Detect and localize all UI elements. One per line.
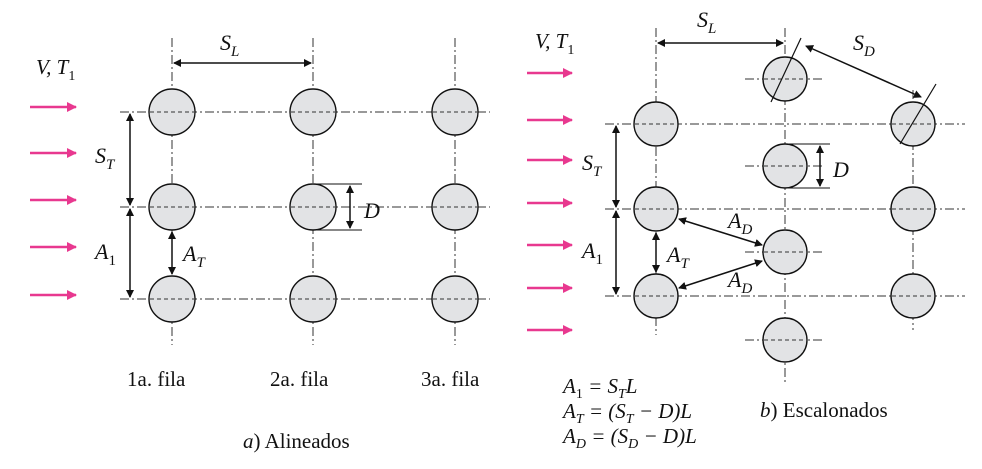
- diameter-line: [899, 83, 937, 145]
- caption-b: b) Escalonados: [760, 398, 888, 422]
- d-label: D: [363, 198, 380, 223]
- st-label: ST: [582, 150, 603, 180]
- sd-label: SD: [853, 30, 875, 60]
- ad-label: AD: [726, 208, 752, 238]
- row-label: 1a. fila: [127, 367, 186, 391]
- tube-crosses: [635, 78, 934, 341]
- d-label: D: [832, 157, 849, 182]
- sd-dimension: [805, 45, 922, 98]
- panel-b-staggered: V, T1: [527, 7, 965, 452]
- st-label: ST: [95, 143, 116, 173]
- sl-label: SL: [220, 30, 239, 60]
- formula-at: AT = (ST − D)L: [561, 399, 692, 427]
- at-label: AT: [181, 241, 206, 271]
- panel-a-aligned: V, T1: [30, 30, 490, 453]
- diameter-line: [770, 37, 802, 103]
- tubes: [148, 88, 479, 323]
- at-label: AT: [665, 242, 690, 272]
- ad-dimension: [678, 217, 763, 247]
- row-label: 2a. fila: [270, 367, 329, 391]
- formulas: A1 = STL AT = (ST − D)L AD = (SD − D)L: [561, 374, 697, 452]
- flow-label: V, T1: [535, 29, 574, 58]
- ad-dimension: [678, 259, 763, 290]
- tube-crosses: [150, 111, 477, 300]
- a1-label: A1: [580, 238, 603, 268]
- flow-label: V, T1: [36, 55, 75, 84]
- flow-arrows: [527, 68, 573, 335]
- formula-ad: AD = (SD − D)L: [561, 424, 697, 452]
- formula-a1: A1 = STL: [561, 374, 637, 402]
- ad-label: AD: [726, 267, 752, 297]
- a1-label: A1: [93, 239, 116, 269]
- caption-a: a) Alineados: [243, 429, 350, 453]
- row-label: 3a. fila: [421, 367, 480, 391]
- sl-label: SL: [697, 7, 716, 37]
- flow-arrows: [30, 102, 77, 300]
